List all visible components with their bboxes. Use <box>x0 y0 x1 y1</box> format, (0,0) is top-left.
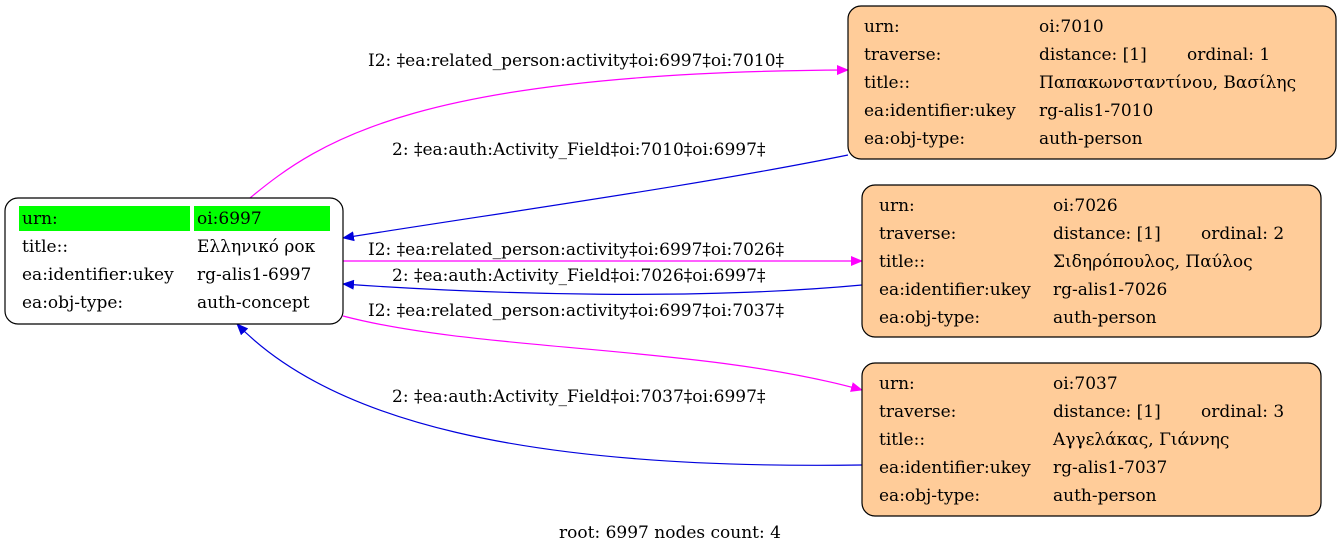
node-7010-extra-traverse: ordinal: 1 <box>1187 45 1270 65</box>
node-7010-value-traverse: distance: [1] <box>1039 45 1147 65</box>
node-7026-key-title: title:: <box>879 252 925 272</box>
node-7010[interactable]: urn: oi:7010 traverse: distance: [1] ord… <box>847 5 1337 160</box>
edge-label-6997-to-7010: I2: ‡ea:related_person:activity‡oi:6997‡… <box>368 51 785 71</box>
node-7010-key-ukey: ea:identifier:ukey <box>864 101 1016 121</box>
node-root-key-ukey: ea:identifier:ukey <box>22 265 174 285</box>
urn-value-highlight <box>194 206 330 231</box>
urn-key-highlight <box>19 206 190 231</box>
node-7026-value-urn: oi:7026 <box>1053 196 1118 216</box>
edge-7037-to-6997[interactable] <box>236 323 863 466</box>
node-7026-box <box>861 184 1322 338</box>
node-7037-key-urn: urn: <box>879 374 915 394</box>
node-7037-value-objtype: auth-person <box>1053 486 1157 506</box>
node-7010-key-urn: urn: <box>864 17 900 37</box>
node-root-value-objtype: auth-concept <box>197 293 310 313</box>
node-7026-key-objtype: ea:obj-type: <box>879 308 980 328</box>
node-7026[interactable]: urn: oi:7026 traverse: distance: [1] ord… <box>861 184 1322 338</box>
node-7026-key-ukey: ea:identifier:ukey <box>879 280 1031 300</box>
node-7037[interactable]: urn: oi:7037 traverse: distance: [1] ord… <box>861 362 1322 517</box>
edge-label-6997-to-7037: I2: ‡ea:related_person:activity‡oi:6997‡… <box>368 301 785 321</box>
node-7010-value-urn: oi:7010 <box>1039 17 1104 37</box>
node-7037-value-title: Αγγελάκας, Γιάννης <box>1052 430 1229 450</box>
node-7010-key-traverse: traverse: <box>864 45 941 65</box>
edge-6997-to-7010[interactable] <box>249 65 849 199</box>
edges <box>236 65 863 466</box>
edge-label-7026-to-6997: 2: ‡ea:auth:Activity_Field‡oi:7026‡oi:69… <box>392 266 766 286</box>
node-7037-key-ukey: ea:identifier:ukey <box>879 458 1031 478</box>
node-7010-value-objtype: auth-person <box>1039 129 1143 149</box>
node-7026-value-title: Σιδηρόπουλος, Παύλος <box>1053 252 1253 272</box>
node-7026-value-traverse: distance: [1] <box>1053 224 1161 244</box>
node-7010-box <box>847 5 1337 160</box>
node-7037-box <box>861 362 1322 517</box>
node-7026-value-objtype: auth-person <box>1053 308 1157 328</box>
node-7037-value-urn: oi:7037 <box>1053 374 1118 394</box>
node-7010-key-objtype: ea:obj-type: <box>864 129 965 149</box>
edge-labels: I2: ‡ea:related_person:activity‡oi:6997‡… <box>368 51 785 407</box>
node-7010-value-title: Παπακωνσταντίνου, Βασίλης <box>1039 73 1296 93</box>
node-7037-value-ukey: rg-alis1-7037 <box>1053 458 1167 478</box>
node-7037-key-title: title:: <box>879 430 925 450</box>
node-7037-key-traverse: traverse: <box>879 402 956 422</box>
edge-7026-to-6997[interactable] <box>342 279 863 295</box>
node-7026-extra-traverse: ordinal: 2 <box>1201 224 1284 244</box>
node-7037-extra-traverse: ordinal: 3 <box>1201 402 1284 422</box>
node-7026-value-ukey: rg-alis1-7026 <box>1053 280 1167 300</box>
node-7037-key-objtype: ea:obj-type: <box>879 486 980 506</box>
node-7010-value-ukey: rg-alis1-7010 <box>1039 101 1153 121</box>
node-7026-key-traverse: traverse: <box>879 224 956 244</box>
graph-footer: root: 6997 nodes count: 4 <box>559 523 781 543</box>
node-root-key-objtype: ea:obj-type: <box>22 293 123 313</box>
node-root-value-ukey: rg-alis1-6997 <box>197 265 311 285</box>
edge-6997-to-7037[interactable] <box>342 315 863 392</box>
edge-7010-to-6997[interactable] <box>342 154 849 242</box>
node-7010-key-title: title:: <box>864 73 910 93</box>
edge-label-7037-to-6997: 2: ‡ea:auth:Activity_Field‡oi:7037‡oi:69… <box>392 387 766 407</box>
node-root-6997[interactable]: urn: oi:6997 title:: Ελληνικό ροκ ea:ide… <box>4 197 344 325</box>
edge-label-7010-to-6997: 2: ‡ea:auth:Activity_Field‡oi:7010‡oi:69… <box>392 140 766 160</box>
node-7037-value-traverse: distance: [1] <box>1053 402 1161 422</box>
node-root-key-urn: urn: <box>22 209 58 229</box>
edge-label-6997-to-7026: I2: ‡ea:related_person:activity‡oi:6997‡… <box>368 240 785 260</box>
node-root-value-title: Ελληνικό ροκ <box>197 237 316 257</box>
node-root-key-title: title:: <box>22 237 68 257</box>
node-7026-key-urn: urn: <box>879 196 915 216</box>
node-root-value-urn: oi:6997 <box>197 209 262 229</box>
